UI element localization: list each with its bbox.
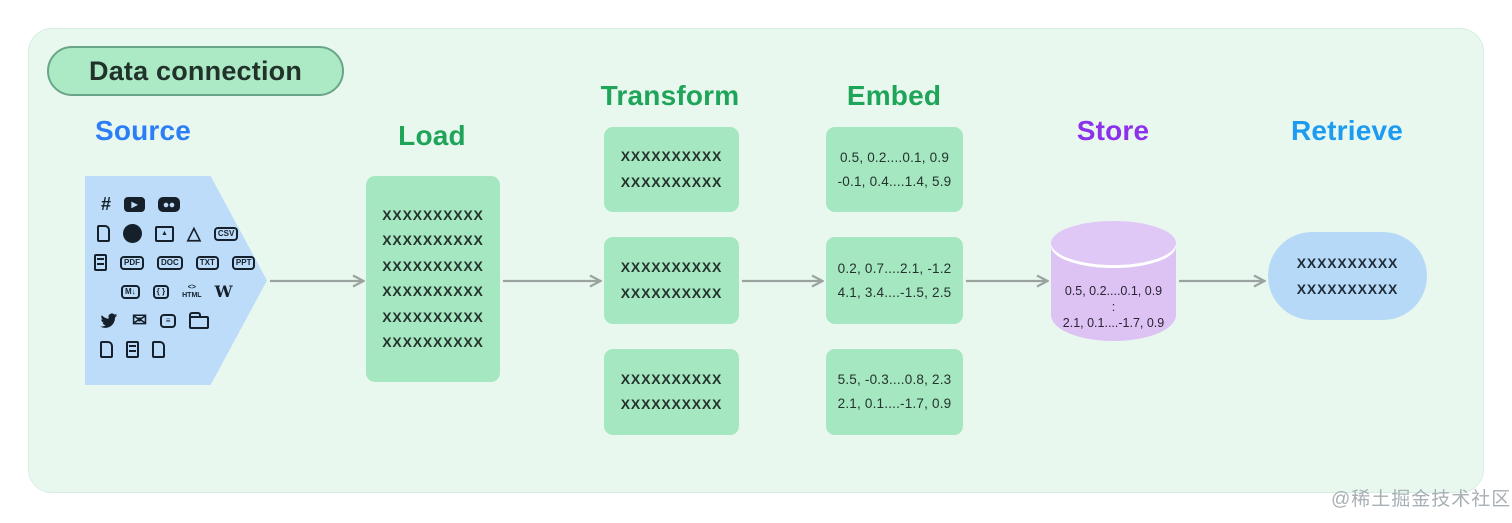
- text-line: XXXXXXXXXX: [620, 259, 723, 275]
- stage-heading-store: Store: [1076, 115, 1150, 146]
- text-line: XXXXXXXXXX: [382, 334, 484, 350]
- discord-icon: [158, 197, 181, 212]
- stage-heading-load: Load: [398, 120, 466, 151]
- text-line: 0.2, 0.7....2.1, -1.2: [837, 260, 952, 276]
- flow-arrow-embed-store: [966, 272, 1049, 290]
- text-line: XXXXXXXXXX: [620, 148, 723, 164]
- cylinder-top: [1051, 221, 1176, 265]
- email-icon: ✉: [132, 310, 148, 330]
- google-drive-icon: △: [187, 223, 201, 243]
- diagram-title: Data connection: [89, 55, 303, 86]
- folder-icon: [189, 312, 210, 329]
- text-line: XXXXXXXXXX: [382, 206, 484, 223]
- embed-vector-box-3: 5.5, -0.3....0.8, 2.3 2.1, 0.1....-1.7, 0…: [826, 349, 963, 435]
- source-icon-row: ✉≡: [85, 306, 267, 335]
- diagram-container: [28, 28, 1484, 493]
- source-icon-row: ▲ △ CSV: [85, 219, 267, 248]
- pdf-file-icon: PDF: [120, 255, 144, 270]
- wikipedia-icon: W: [214, 282, 233, 301]
- text-line: 0.5, 0.2....0.1, 0.9: [839, 149, 950, 165]
- flow-arrow-store-retrieve: [1179, 272, 1266, 290]
- txt-file-icon: TXT: [195, 255, 219, 270]
- text-line: XXXXXXXXXX: [1296, 281, 1399, 297]
- file-icon: [100, 341, 113, 358]
- image-icon: ▲: [155, 225, 174, 242]
- notion-icon: ≡: [160, 313, 177, 328]
- html-icon: <>HTML: [182, 284, 201, 299]
- source-icon-row: PDF DOC TXT PPT: [85, 248, 267, 277]
- text-file-icon: [126, 341, 139, 358]
- text-line: XXXXXXXXXX: [620, 173, 723, 190]
- stage-heading-transform: Transform: [600, 80, 740, 111]
- text-line: 2.1, 0.1....-1.7, 0.9: [837, 396, 952, 411]
- text-line: 4.1, 3.4....-1.5, 2.5: [837, 284, 952, 300]
- source-icon-row: M↓ { } <>HTML W: [85, 277, 267, 306]
- icon-text: <>: [187, 283, 196, 291]
- text-line: :: [1111, 300, 1116, 314]
- text-line: XXXXXXXXXX: [382, 308, 484, 325]
- youtube-icon: ▶: [124, 197, 146, 212]
- csv-file-icon: CSV: [213, 226, 239, 241]
- source-icon-row: #▶: [85, 190, 267, 219]
- text-line: XXXXXXXXXX: [620, 370, 723, 387]
- load-document-box: XXXXXXXXXX XXXXXXXXXX XXXXXXXXXX XXXXXXXXXX…: [366, 176, 500, 382]
- embed-vector-box-1: 0.5, 0.2....0.1, 0.9 -0.1, 0.4....1.4, 5.…: [826, 127, 963, 212]
- doc-file-icon: DOC: [157, 255, 183, 270]
- text-line: -0.1, 0.4....1.4, 5.9: [837, 173, 952, 189]
- stage-heading-source: Source: [94, 115, 192, 146]
- markdown-icon: M↓: [121, 284, 140, 299]
- flow-arrow-source-load: [270, 272, 365, 290]
- source-icon-row: [85, 335, 267, 364]
- transform-chunk-box-1: XXXXXXXXXX XXXXXXXXXX: [604, 127, 739, 212]
- slack-icon: #: [101, 194, 112, 214]
- text-line: XXXXXXXXXX: [620, 284, 723, 301]
- stage-heading-retrieve: Retrieve: [1290, 115, 1404, 146]
- embed-vector-box-2: 0.2, 0.7....2.1, -1.2 4.1, 3.4....-1.5, 2…: [826, 237, 963, 324]
- json-file-icon: { }: [152, 284, 170, 299]
- retrieve-result-box: XXXXXXXXXX XXXXXXXXXX: [1268, 232, 1427, 320]
- text-line: XXXXXXXXXX: [382, 283, 484, 299]
- flow-arrow-load-transform: [503, 272, 602, 290]
- text-file-icon: [94, 254, 107, 271]
- diagram-title-pill: Data connection: [47, 46, 345, 96]
- text-line: XXXXXXXXXX: [1296, 255, 1399, 271]
- transform-chunk-box-3: XXXXXXXXXX XXXXXXXXXX: [604, 349, 739, 435]
- flow-arrow-transform-embed: [742, 272, 824, 290]
- watermark: @稀土掘金技术社区: [1331, 489, 1512, 510]
- text-line: 2.1, 0.1....-1.7, 0.9: [1062, 316, 1165, 330]
- ppt-file-icon: PPT: [231, 255, 256, 270]
- icon-text: HTML: [182, 291, 202, 299]
- file-icon: [97, 225, 110, 242]
- stage-heading-embed: Embed: [846, 80, 942, 111]
- text-line: 0.5, 0.2....0.1, 0.9: [1064, 284, 1163, 298]
- text-line: XXXXXXXXXX: [382, 257, 484, 274]
- transform-chunk-box-2: XXXXXXXXXX XXXXXXXXXX: [604, 237, 739, 324]
- text-line: 5.5, -0.3....0.8, 2.3: [837, 372, 952, 387]
- github-icon: [123, 224, 142, 243]
- twitter-icon: [98, 310, 119, 331]
- text-line: XXXXXXXXXX: [382, 232, 484, 248]
- store-database-cylinder: 0.5, 0.2....0.1, 0.9: 2.1, 0.1....-1.7, 0…: [1051, 221, 1176, 341]
- file-icon: [152, 341, 165, 358]
- text-line: XXXXXXXXXX: [620, 396, 723, 412]
